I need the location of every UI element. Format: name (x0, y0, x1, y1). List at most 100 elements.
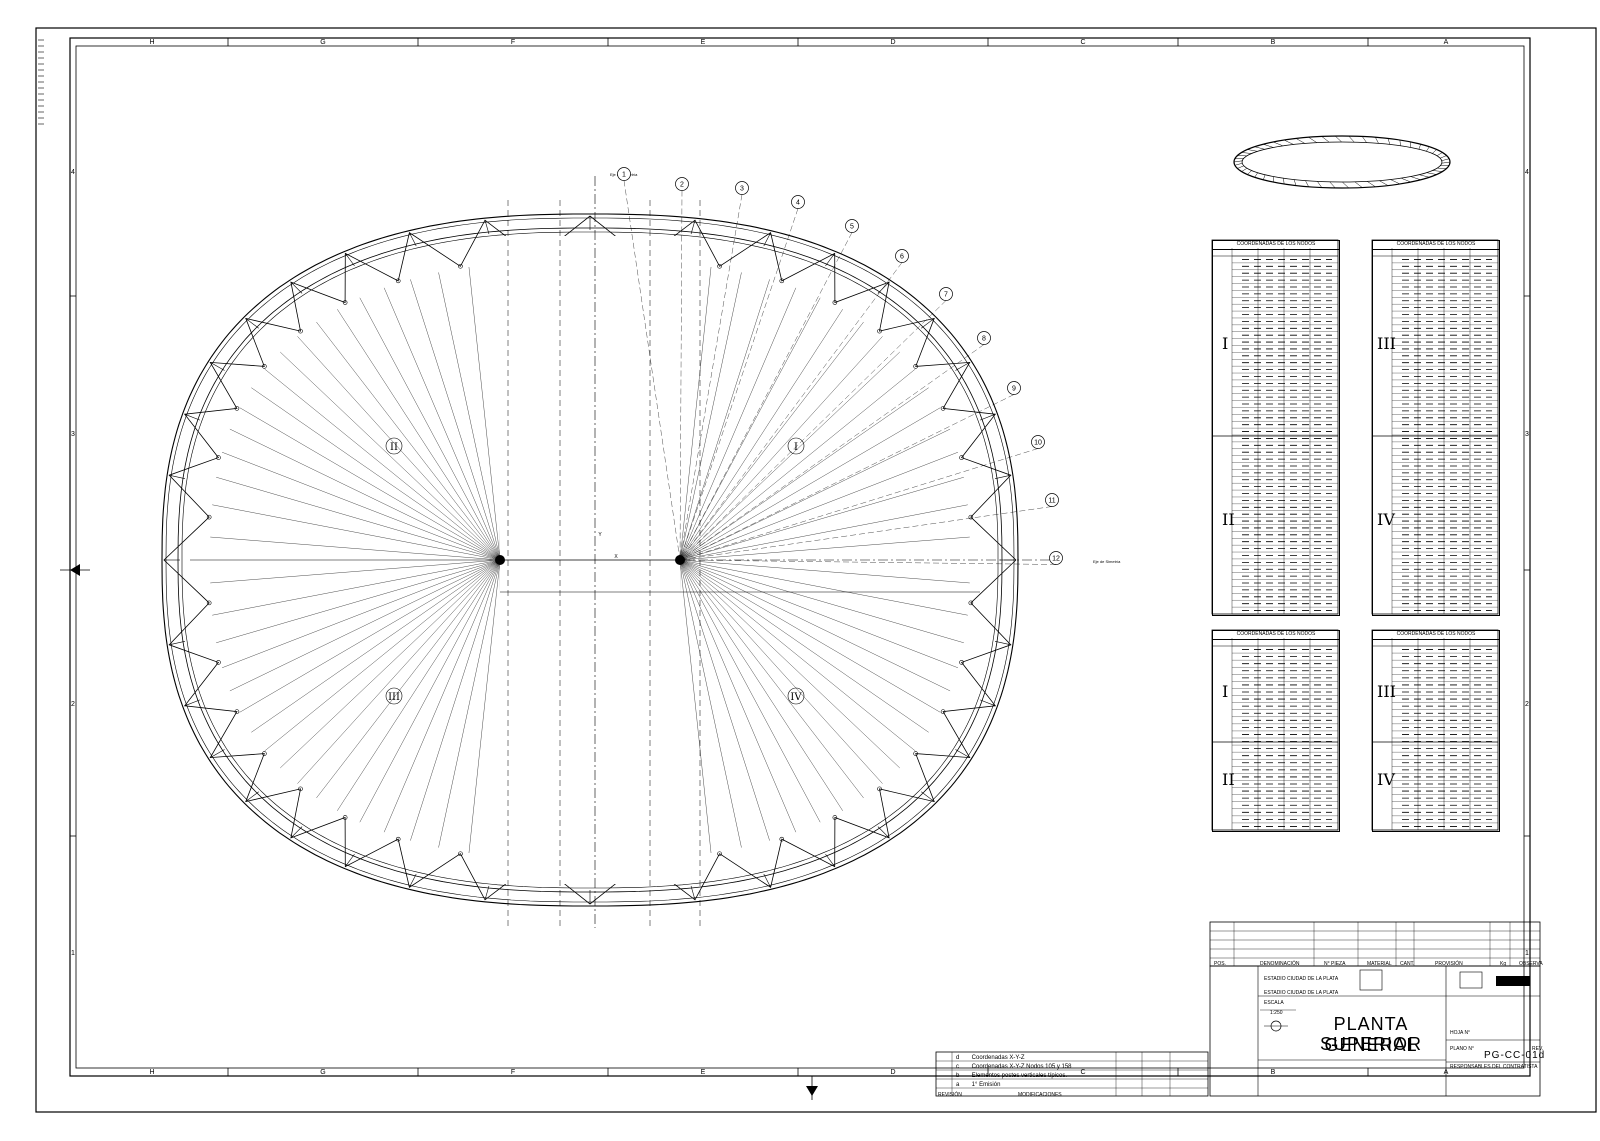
thumbnail-truss (1388, 138, 1390, 144)
grid-column-letter-top: G (320, 39, 325, 46)
radial-ray-right (680, 408, 940, 560)
axis-number: 10 (1034, 440, 1042, 447)
axis-leader (680, 449, 1038, 561)
revision-row: c Coordenadas X-Y-Z Nodos 105 y 158 (956, 1064, 1206, 1070)
radial-ray-left (337, 560, 500, 811)
titleblock-provision: PROVISIÓN (1435, 961, 1463, 967)
focus-left (495, 555, 505, 565)
sheet-number-label: HOJA N° (1450, 1030, 1470, 1036)
thumbnail-truss (1237, 166, 1243, 169)
truss-post (345, 854, 354, 866)
titleblock-kg: Kg (1500, 961, 1506, 967)
axis-leader (680, 345, 984, 561)
thumbnail-truss (1322, 136, 1329, 142)
axis-number: 1 (622, 172, 626, 179)
grid-column-letter-bottom: G (320, 1069, 325, 1076)
revision-description: Elementos postes verticales típicos. (972, 1073, 1067, 1079)
thumbnail-truss (1317, 181, 1321, 187)
radial-ray-right (680, 560, 964, 643)
radial-ray-right (680, 336, 883, 560)
table-sector-label: I (1222, 682, 1228, 701)
thumbnail-truss (1247, 149, 1257, 151)
grid-column-letter-top: E (701, 39, 706, 46)
radial-ray-left (360, 298, 500, 560)
table-sector-label: III (1377, 682, 1396, 701)
thumbnail-truss (1283, 178, 1284, 184)
company-logo-icon (1496, 976, 1530, 986)
grid-column-letter-bottom: F (511, 1069, 515, 1076)
radial-ray-left (384, 560, 500, 832)
thumbnail-truss (1432, 149, 1436, 153)
coordinates-table-top-left: COORDENADAS DE LOS NODOS (1212, 240, 1340, 616)
axis-number: 4 (796, 200, 800, 207)
titleblock-pieza: N° PIEZA (1324, 961, 1345, 967)
thumbnail-truss (1263, 144, 1273, 147)
table-sector-label: III (1377, 334, 1396, 353)
grid-column-letter-top: D (890, 39, 895, 46)
grid-column-letter-top: A (1444, 39, 1449, 46)
drawing-title-line2: SUPERIOR (1296, 1034, 1446, 1055)
revision-letter: a (956, 1082, 970, 1088)
radial-ray-right (680, 267, 711, 560)
coordinates-table-bottom-left: COORDENADAS DE LOS NODOS (1212, 630, 1340, 832)
thumbnail-truss (1330, 182, 1335, 188)
axis-number: 12 (1052, 556, 1060, 563)
radial-ray-right (680, 560, 900, 768)
table-sector-label: IV (1377, 510, 1395, 529)
thumbnail-truss (1419, 144, 1421, 149)
outer-border (36, 28, 1596, 1112)
radial-ray-left (410, 279, 500, 560)
revision-row: a 1° Emisión (956, 1082, 1206, 1088)
axis-number: 9 (1012, 386, 1016, 393)
radial-ray-left (265, 369, 500, 560)
thumbnail-truss (1419, 175, 1429, 178)
radial-ray-right (680, 560, 883, 784)
grid-row-number-left: 4 (71, 169, 75, 176)
revision-description: Coordenadas X-Y-Z Nodos 105 y 158 (972, 1064, 1072, 1070)
thumbnail-truss (1362, 136, 1366, 142)
radial-ray-left (251, 388, 500, 560)
radial-ray-left (297, 336, 500, 560)
thumbnail-truss (1273, 177, 1274, 182)
revision-row: d Coordenadas X-Y-Z (956, 1055, 1206, 1061)
axis-leader (680, 195, 742, 561)
thumbnail-truss (1379, 181, 1388, 186)
radial-ray-left (212, 505, 500, 560)
radial-ray-right (680, 288, 796, 560)
revision-description: 1° Emisión (972, 1082, 1001, 1088)
grid-row-number-right: 3 (1525, 431, 1529, 438)
radial-ray-right (680, 505, 968, 560)
thumbnail-truss (1235, 163, 1242, 165)
plan-number: PG-CC-01d (1484, 1050, 1545, 1061)
thumbnail-truss (1410, 142, 1411, 147)
grid-row-number-left: 3 (71, 431, 75, 438)
radial-ray-right (680, 560, 929, 732)
radial-ray-right (680, 309, 843, 560)
thumbnail-truss (1247, 171, 1251, 175)
thumbnail-truss (1284, 140, 1293, 144)
radial-ray-left (439, 560, 500, 848)
contractor-label: RESPONSABLES DEL CONTRATISTA (1450, 1064, 1537, 1070)
thumbnail-truss (1426, 147, 1429, 152)
grid-row-number-left: 2 (71, 701, 75, 708)
radial-ray-left (251, 560, 500, 732)
radial-ray-right (680, 560, 968, 615)
thumbnail-truss (1433, 170, 1443, 171)
sector-label: II (390, 442, 398, 453)
thumbnail-truss (1255, 147, 1265, 150)
thumbnail-truss (1390, 179, 1399, 183)
radial-ray-right (680, 279, 770, 560)
thumbnail-truss (1440, 156, 1446, 159)
radial-ray-left (439, 272, 500, 560)
thumbnail-truss (1273, 142, 1283, 146)
radial-ray-right (680, 560, 796, 832)
titleblock-denominacion: DENOMINACIÓN (1260, 961, 1299, 967)
thumbnail-truss (1375, 137, 1378, 143)
thumbnail-inner (1242, 142, 1442, 182)
radial-ray-left (265, 560, 500, 751)
radial-ray-left (210, 560, 500, 583)
table-title: COORDENADAS DE LOS NODOS (1373, 631, 1499, 640)
thumbnail-truss (1255, 173, 1258, 178)
grid-row-number-right: 4 (1525, 169, 1529, 176)
